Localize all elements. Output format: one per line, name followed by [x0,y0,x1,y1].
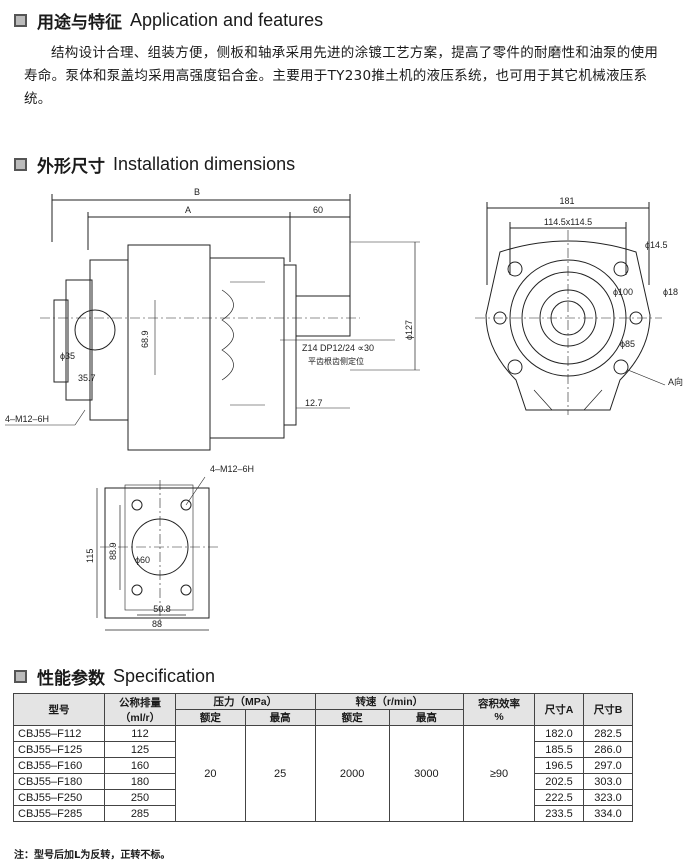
thread-m12: 4–M12–6H [5,414,49,424]
table-note: 注：型号后加L为反转，正转不标。 [14,850,171,861]
cell-dim-b: 323.0 [583,789,633,806]
cell-model: CBJ55–F180 [13,773,105,790]
dim-114: 114.5x114.5 [544,217,592,227]
dim-shaft: ϕ127 [404,320,414,340]
cell-dim-a: 202.5 [534,773,584,790]
cell-model: CBJ55–F112 [13,725,105,742]
spec-title-cn: 性能参数 [37,669,105,689]
spec-title-en: Specification [113,666,216,686]
cell-disp: 112 [104,725,176,742]
features-paragraph: 结构设计合理、组装方便，侧板和轴承采用先进的涂镀工艺方案，提高了零件的耐磨性和油… [24,45,659,107]
cell-efficiency: ≥90 [463,725,535,822]
dim-phi35: ϕ35 [60,351,75,361]
spec-heading: 性能参数 Specification [14,664,215,689]
th-dim-b: 尺寸B [583,693,633,726]
front-view [475,202,666,415]
th-displacement: 公称排量 （ml/r） [104,693,176,726]
cell-dim-a: 196.5 [534,757,584,774]
dim-88-9: 88.9 [108,542,118,560]
th-efficiency: 容积效率% [463,693,535,726]
cell-model: CBJ55–F285 [13,805,105,822]
cell-pressure-max: 25 [244,725,316,822]
spec-table: 型号 公称排量 （ml/r） 压力（MPa） 转速（r/min） 容积效率% 尺寸… [13,693,633,822]
dim-88: 88 [152,619,162,629]
cell-disp: 285 [104,805,176,822]
cell-speed-rated: 2000 [314,725,390,822]
cell-dim-a: 222.5 [534,789,584,806]
dim-60: 60 [313,205,323,215]
th-speed-max: 最高 [388,709,465,726]
table-row: CBJ55–F112 112 20 25 2000 3000 ≥90 182.0… [13,725,633,822]
cell-model: CBJ55–F125 [13,741,105,758]
install-heading: 外形尺寸 Installation dimensions [14,152,295,177]
table-row: CBJ55–F285 285 233.5 334.0 [13,805,633,822]
cell-model: CBJ55–F250 [13,789,105,806]
features-heading: 用途与特征 Application and features [14,8,323,33]
cell-speed-max: 3000 [388,725,465,822]
th-eff-label: 容积效率 [478,698,520,710]
dim-phi100: ϕ100 [613,287,633,297]
thread-m12-flange: 4–M12–6H [210,464,254,474]
cell-dim-b: 286.0 [583,741,633,758]
dim-phi60: ϕ60 [135,555,150,565]
flange-view [96,476,220,631]
table-subheader-row: 额定 最高 额定 最高 [14,709,633,726]
dim-115: 115 [85,549,95,563]
th-model: 型号 [13,693,105,726]
spline-note: 平齿根齿侧定位 [308,356,364,366]
install-title-cn: 外形尺寸 [37,157,105,177]
th-eff-unit: % [494,711,504,723]
features-title-en: Application and features [130,10,324,30]
cell-dim-a: 182.0 [534,725,584,742]
a-direction: A向 [668,376,683,387]
cell-disp: 180 [104,773,176,790]
square-bullet-icon [14,158,27,171]
dim-phi85: ϕ85 [620,339,635,349]
cell-dim-b: 303.0 [583,773,633,790]
dim-phi18: ϕ18 [663,287,678,297]
dim-50-8: 50.8 [153,604,171,614]
square-bullet-icon [14,14,27,27]
dim-181: 181 [559,196,574,206]
features-title-cn: 用途与特征 [37,13,122,33]
cell-disp: 125 [104,741,176,758]
spline-spec: Z14 DP12/24 ∝30 [302,343,374,353]
cell-dim-b: 297.0 [583,757,633,774]
dim-68-9: 68.9 [140,330,150,348]
dim-phi14: ϕ14.5 [645,240,668,250]
th-disp-unit: （ml/r） [119,711,161,724]
cell-disp: 250 [104,789,176,806]
th-pressure-max: 最高 [244,709,316,726]
th-pressure-rated: 额定 [175,709,246,726]
cell-dim-a: 185.5 [534,741,584,758]
cell-model: CBJ55–F160 [13,757,105,774]
side-view [5,194,420,451]
cell-dim-b: 282.5 [583,725,633,742]
dim-35-7: 35.7 [78,373,96,383]
cell-dim-b: 334.0 [583,805,633,822]
installation-drawing: B A 60 181 114.5x114.5 ϕ14.5 ϕ100 ϕ18 ϕ8… [5,187,683,631]
table-row: CBJ55–F125 125 185.5 286.0 [13,741,633,758]
th-speed: 转速（r/min） [314,693,465,710]
th-disp-label: 公称排量 [119,696,161,709]
th-pressure: 压力（MPa） [175,693,316,710]
th-speed-rated: 额定 [314,709,390,726]
cell-disp: 160 [104,757,176,774]
dim-12-7: 12.7 [305,398,323,408]
th-dim-a: 尺寸A [534,693,584,726]
install-title-en: Installation dimensions [113,154,296,174]
table-header-row: 型号 公称排量 （ml/r） 压力（MPa） 转速（r/min） 容积效率% 尺寸… [13,693,633,726]
cell-dim-a: 233.5 [534,805,584,822]
dim-b: B [194,187,200,197]
square-bullet-icon [14,670,27,683]
cell-pressure-rated: 20 [175,725,246,822]
dim-a: A [185,205,191,215]
